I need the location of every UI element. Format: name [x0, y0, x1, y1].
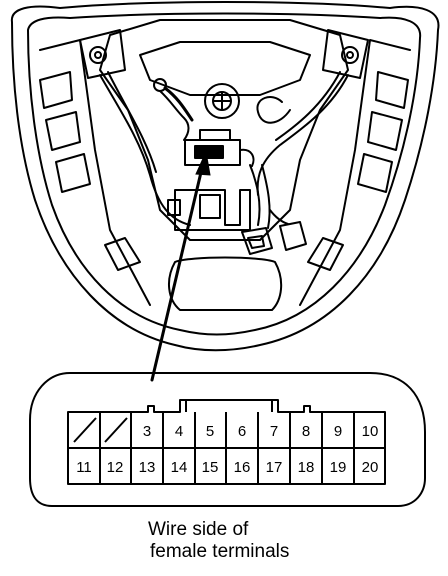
connector-callout-outline	[29, 372, 426, 507]
blank-cavity-2	[104, 417, 128, 443]
pin-label-6: 6	[238, 423, 246, 440]
pin-label-9: 9	[334, 423, 342, 440]
pin-label-13: 13	[139, 459, 156, 476]
pin-label-5: 5	[206, 423, 214, 440]
caption-line-2: female terminals	[150, 541, 290, 562]
connector-body	[67, 399, 386, 485]
caption-line-1: Wire side of	[148, 519, 249, 540]
pin-label-16: 16	[234, 459, 251, 476]
pin-label-15: 15	[202, 459, 219, 476]
pin-label-14: 14	[171, 459, 188, 476]
pin-label-17: 17	[266, 459, 283, 476]
hub-housing	[99, 19, 349, 241]
leader-arrow-line	[150, 166, 204, 382]
pin-label-10: 10	[362, 423, 379, 440]
pin-label-4: 4	[175, 423, 183, 440]
pin-label-12: 12	[107, 459, 124, 476]
pin-label-19: 19	[330, 459, 347, 476]
pin-label-18: 18	[298, 459, 315, 476]
pin-label-11: 11	[76, 459, 92, 476]
pin-label-3: 3	[143, 423, 151, 440]
leader-arrow-head	[195, 150, 211, 176]
blank-cavity-1	[73, 417, 97, 443]
steering-wheel-rim	[10, 1, 440, 352]
pin-label-20: 20	[362, 459, 379, 476]
pin-label-8: 8	[302, 423, 310, 440]
connector-caption: Wire side of female terminals	[148, 519, 348, 563]
pin-label-7: 7	[270, 423, 278, 440]
center-bolt	[204, 83, 240, 119]
